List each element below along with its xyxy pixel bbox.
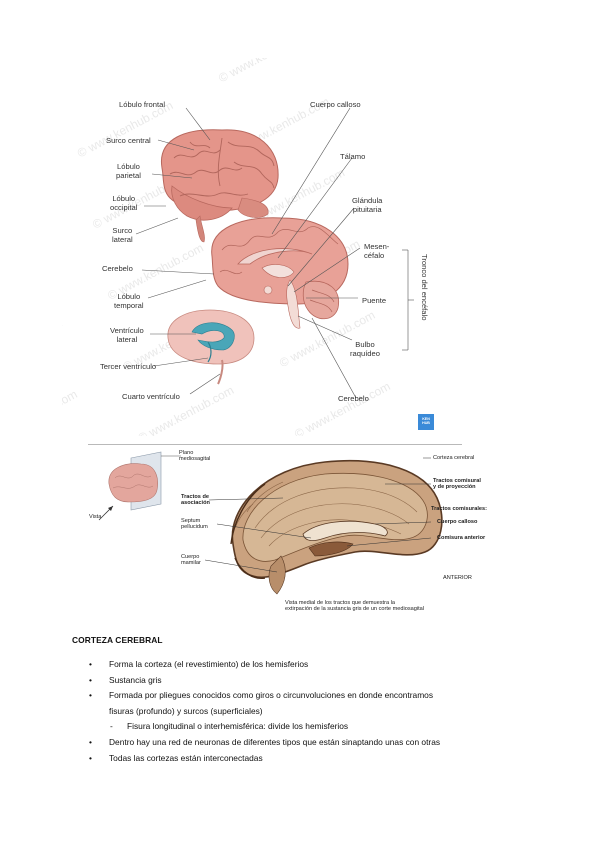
list-item: • Formada por pliegues conocidos como gi… <box>72 688 532 704</box>
label-cerebelo-right: Cerebelo <box>338 394 369 403</box>
label-cuerpo-calloso: Cuerpo calloso <box>310 100 361 109</box>
small-brain-plane <box>98 451 181 521</box>
label-tractos-comisural: Tractos comisural y de proyección <box>433 478 481 491</box>
list-item-text: Sustancia gris <box>109 674 162 685</box>
ventricles-brain <box>167 309 255 385</box>
tracts-figure: Plano mediosagital Vista Corteza cerebra… <box>85 448 525 624</box>
label-comisura-anterior: Comisura anterior <box>437 535 486 541</box>
leader-lines <box>135 107 414 399</box>
label-tractos-asociacion: Tractos de asociación <box>181 494 210 507</box>
label-corteza-cerebral: Corteza cerebral <box>433 455 475 461</box>
label-lobulo-frontal: Lóbulo frontal <box>119 100 166 109</box>
sagittal-brain <box>211 217 349 329</box>
figure-caption: Vista medial de los tractos que demuestr… <box>285 600 424 613</box>
bullet-list: • Forma la corteza (el revestimiento) de… <box>72 657 532 766</box>
lateral-brain <box>161 129 279 243</box>
list-item-text: Todas las cortezas están interconectadas <box>109 752 263 763</box>
label-plano-mediosagital: Plano mediosagital <box>179 450 211 463</box>
label-bulbo-raquideo: Bulbo raquídeo <box>350 340 380 358</box>
list-item-text: Dentro hay una red de neuronas de difere… <box>109 736 441 747</box>
tracts-illustration <box>98 451 443 595</box>
label-puente: Puente <box>362 296 387 305</box>
label-cerebelo-left: Cerebelo <box>102 264 133 273</box>
label-tercer-ventriculo: Tercer ventrículo <box>100 362 157 371</box>
label-cuerpo-calloso-2: Cuerpo calloso <box>437 519 478 525</box>
brain-anatomy-figure: © www.kenhub.com © www.kenhub.com © www.… <box>62 58 440 436</box>
bullet-icon: • <box>89 752 92 763</box>
list-item: • Dentro hay una red de neuronas de dife… <box>72 735 532 751</box>
list-item: • Forma la corteza (el revestimiento) de… <box>72 657 532 673</box>
svg-text:© www.kenhub.com: © www.kenhub.com <box>136 383 236 436</box>
svg-text:© www.kenhub.com: © www.kenhub.com <box>62 316 64 378</box>
label-tronco-encefalo: Tronco del encéfalo <box>420 254 429 321</box>
bullet-icon: • <box>89 736 92 747</box>
brain-illustration: © www.kenhub.com © www.kenhub.com © www.… <box>62 58 414 436</box>
list-item: • Sustancia gris <box>72 673 532 689</box>
list-item-text: fisuras (profundo) y surcos (superficial… <box>109 705 263 716</box>
label-cuerpo-mamilar: Cuerpo mamilar <box>181 554 201 567</box>
figure-separator <box>88 444 462 445</box>
bullet-icon: • <box>89 690 92 701</box>
label-lobulo-temporal: Lóbulo temporal <box>114 292 144 310</box>
label-lobulo-parietal: Lóbulo parietal <box>116 162 141 180</box>
sub-list-item: - Fisura longitudinal o interhemisférica… <box>72 719 532 735</box>
kenhub-logo: KEN HUB <box>418 414 434 430</box>
label-mesencefalo: Mesen- céfalo <box>364 242 390 260</box>
list-item: • Todas las cortezas están interconectad… <box>72 751 532 767</box>
label-tractos-comisurales: Tractos comisurales: <box>431 506 487 512</box>
list-item-continuation: fisuras (profundo) y surcos (superficial… <box>72 704 532 720</box>
svg-text:© www.kenhub.com: © www.kenhub.com <box>292 379 392 436</box>
bullet-icon: • <box>89 674 92 685</box>
label-vista: Vista <box>89 514 102 520</box>
dissected-brain <box>230 459 443 595</box>
bullet-icon: • <box>89 659 92 669</box>
list-item-text: Formada por pliegues conocidos como giro… <box>109 690 434 701</box>
label-surco-central: Surco central <box>106 136 151 145</box>
label-talamo: Tálamo <box>340 152 366 161</box>
label-ventriculo-lateral: Ventrículo lateral <box>110 326 144 344</box>
list-item-text: Forma la corteza (el revestimiento) de l… <box>109 659 309 669</box>
label-surco-lateral: Surco lateral <box>112 226 133 244</box>
tracts-leader-lines <box>204 457 432 573</box>
sub-list-item-text: Fisura longitudinal o interhemisférica: … <box>127 721 349 732</box>
label-septum-pellucidum: Septum pellucidum <box>181 518 208 531</box>
svg-text:© www.kenhub.com: © www.kenhub.com <box>62 387 80 436</box>
section-heading: CORTEZA CEREBRAL <box>72 635 163 645</box>
label-cuarto-ventriculo: Cuarto ventrículo <box>122 392 180 401</box>
svg-text:© www.kenhub.com: © www.kenhub.com <box>216 58 316 85</box>
label-anterior: ANTERIOR <box>443 575 472 581</box>
label-lobulo-occipital: Lóbulo occipital <box>110 194 138 212</box>
dash-icon: - <box>110 721 113 732</box>
label-glandula-pituitaria: Glándula pituitaria <box>352 196 383 214</box>
